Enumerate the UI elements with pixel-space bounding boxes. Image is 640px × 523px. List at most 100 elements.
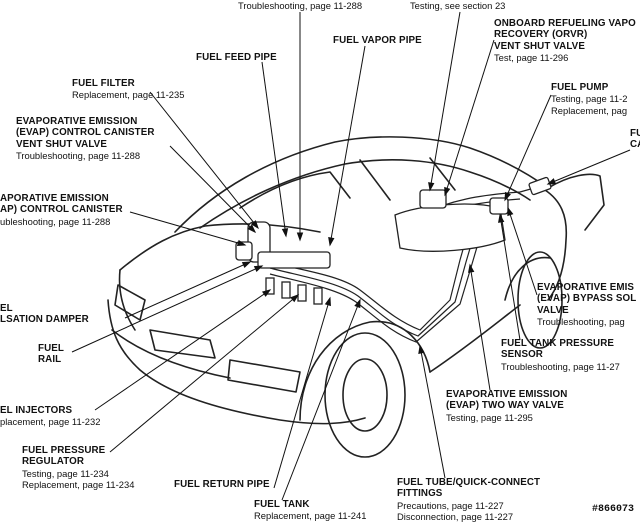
- label-reference-line: placement, page 11-232: [0, 416, 101, 428]
- label-reference-line: Replacement, page 11-235: [72, 89, 185, 101]
- label-edge-right: FUCA: [630, 128, 640, 151]
- label-title-line: APORATIVE EMISSION: [0, 193, 109, 204]
- label-title-line: EVAPORATIVE EMISSION: [446, 389, 568, 400]
- label-title-line: FUEL RETURN PIPE: [174, 479, 270, 490]
- label-title-line: AP) CONTROL CANISTER: [0, 204, 123, 216]
- label-evap-two-way-valve: EVAPORATIVE EMISSION(EVAP) TWO WAY VALVE…: [446, 389, 567, 423]
- label-title-line: FITTINGS: [397, 488, 443, 500]
- leader-arrowhead: [507, 206, 514, 217]
- leader-arrowhead: [354, 298, 361, 309]
- leader-line: [169, 145, 256, 233]
- label-reference-line: Replacement, page 11-241: [254, 510, 367, 522]
- leader-arrowhead: [290, 294, 300, 303]
- label-title-line: FUEL TUBE/QUICK-CONNECT: [397, 477, 541, 488]
- label-title-line: (EVAP) BYPASS SOL: [537, 293, 637, 305]
- leader-line: [547, 149, 631, 185]
- leader-line: [499, 214, 521, 341]
- leader-line: [94, 289, 271, 411]
- label-reference-line: Test, page 11-296: [494, 52, 569, 64]
- leader-arrowhead: [250, 220, 259, 230]
- leader-arrowhead: [236, 239, 247, 247]
- leader-arrowhead: [498, 213, 505, 223]
- label-title-line: (EVAP) TWO WAY VALVE: [446, 400, 564, 412]
- leader-arrowhead: [253, 265, 264, 273]
- label-title-line: ONBOARD REFUELING VAPO: [494, 18, 636, 29]
- engine-components: [235, 221, 331, 305]
- label-title-line: FUEL PUMP: [551, 82, 609, 93]
- label-reference-line: Troubleshooting, pag: [537, 316, 625, 328]
- leader-line: [469, 264, 491, 391]
- leader-arrowhead: [444, 186, 451, 197]
- label-title-line: VALVE: [537, 304, 569, 316]
- label-reference-line: Precautions, page 11-227: [397, 499, 504, 511]
- top-note-right: Testing, see section 23: [410, 0, 506, 11]
- label-title-line: VENT SHUT VALVE: [494, 40, 585, 52]
- label-title-line: VENT SHUT VALVE: [16, 138, 107, 150]
- leader-arrowhead: [324, 296, 331, 307]
- leader-line: [444, 39, 495, 196]
- label-reference-line: Testing, page 11-2: [551, 93, 628, 105]
- leader-line: [273, 297, 331, 489]
- label-title-line: RECOVERY (ORVR): [494, 29, 588, 41]
- label-reference-line: Replacement, pag: [551, 104, 628, 116]
- label-title-line: RAIL: [38, 354, 62, 366]
- label-title-line: FU: [630, 128, 640, 139]
- leader-arrowhead: [247, 224, 257, 234]
- leader-line: [124, 261, 251, 319]
- label-fuel-vapor-pipe: FUEL VAPOR PIPE: [333, 35, 422, 46]
- label-reference-line: Disconnection, page 11-227: [397, 511, 514, 523]
- label-title-line: (EVAP) CONTROL CANISTER: [16, 127, 155, 139]
- leader-line: [507, 207, 538, 296]
- leader-arrowhead: [261, 289, 272, 297]
- label-reference-line: Testing, page 11-295: [446, 411, 533, 423]
- label-title-line: EVAPORATIVE EMISSION: [16, 116, 138, 127]
- fuel-tank-shape: [394, 176, 552, 252]
- label-title-line: FUEL TANK PRESSURE: [501, 338, 615, 349]
- leader-line: [504, 94, 552, 201]
- watermark: #866073: [591, 504, 634, 515]
- top-note-left: Troubleshooting, page 11-288: [238, 0, 363, 11]
- leader-arrowhead: [546, 178, 557, 185]
- leader-arrowhead: [241, 261, 252, 268]
- label-reference-line: Troubleshooting, page 11-288: [16, 150, 141, 162]
- label-title-line: FUEL PRESSURE: [22, 445, 106, 456]
- leader-arrowhead: [328, 237, 335, 247]
- leader-line: [109, 294, 299, 453]
- label-title-line: FUEL: [38, 343, 64, 354]
- leader-arrowhead: [281, 228, 289, 238]
- label-reference-line: Testing, page 11-234: [22, 467, 109, 479]
- leader-line: [329, 45, 366, 246]
- label-fuel-feed-pipe: FUEL FEED PIPE: [196, 52, 277, 63]
- label-reference-line: Troubleshooting, page 11-27: [501, 360, 620, 372]
- label-title-line: EL INJECTORS: [0, 405, 73, 416]
- label-title-line: FUEL FEED PIPE: [196, 52, 277, 63]
- label-title-line: REGULATOR: [22, 456, 85, 468]
- label-title-line: FUEL TANK: [254, 499, 310, 510]
- label-reference-line: ubleshooting, page 11-288: [0, 215, 111, 227]
- label-evap-canister-vent-shut-valve: EVAPORATIVE EMISSION(EVAP) CONTROL CANIS…: [16, 116, 155, 162]
- label-title-line: FUEL VAPOR PIPE: [333, 35, 422, 46]
- leader-line: [281, 299, 361, 501]
- leader-line: [129, 211, 246, 246]
- leader-line: [429, 11, 461, 191]
- leader-arrowhead: [504, 191, 511, 202]
- label-reference-line: Replacement, page 11-234: [22, 479, 135, 491]
- label-title-line: EVAPORATIVE EMIS: [537, 282, 635, 293]
- leader-arrowhead: [296, 232, 304, 242]
- label-fuel-return-pipe: FUEL RETURN PIPE: [174, 479, 270, 490]
- leader-line: [71, 265, 263, 353]
- label-title-line: SENSOR: [501, 349, 543, 361]
- leader-line: [419, 345, 446, 479]
